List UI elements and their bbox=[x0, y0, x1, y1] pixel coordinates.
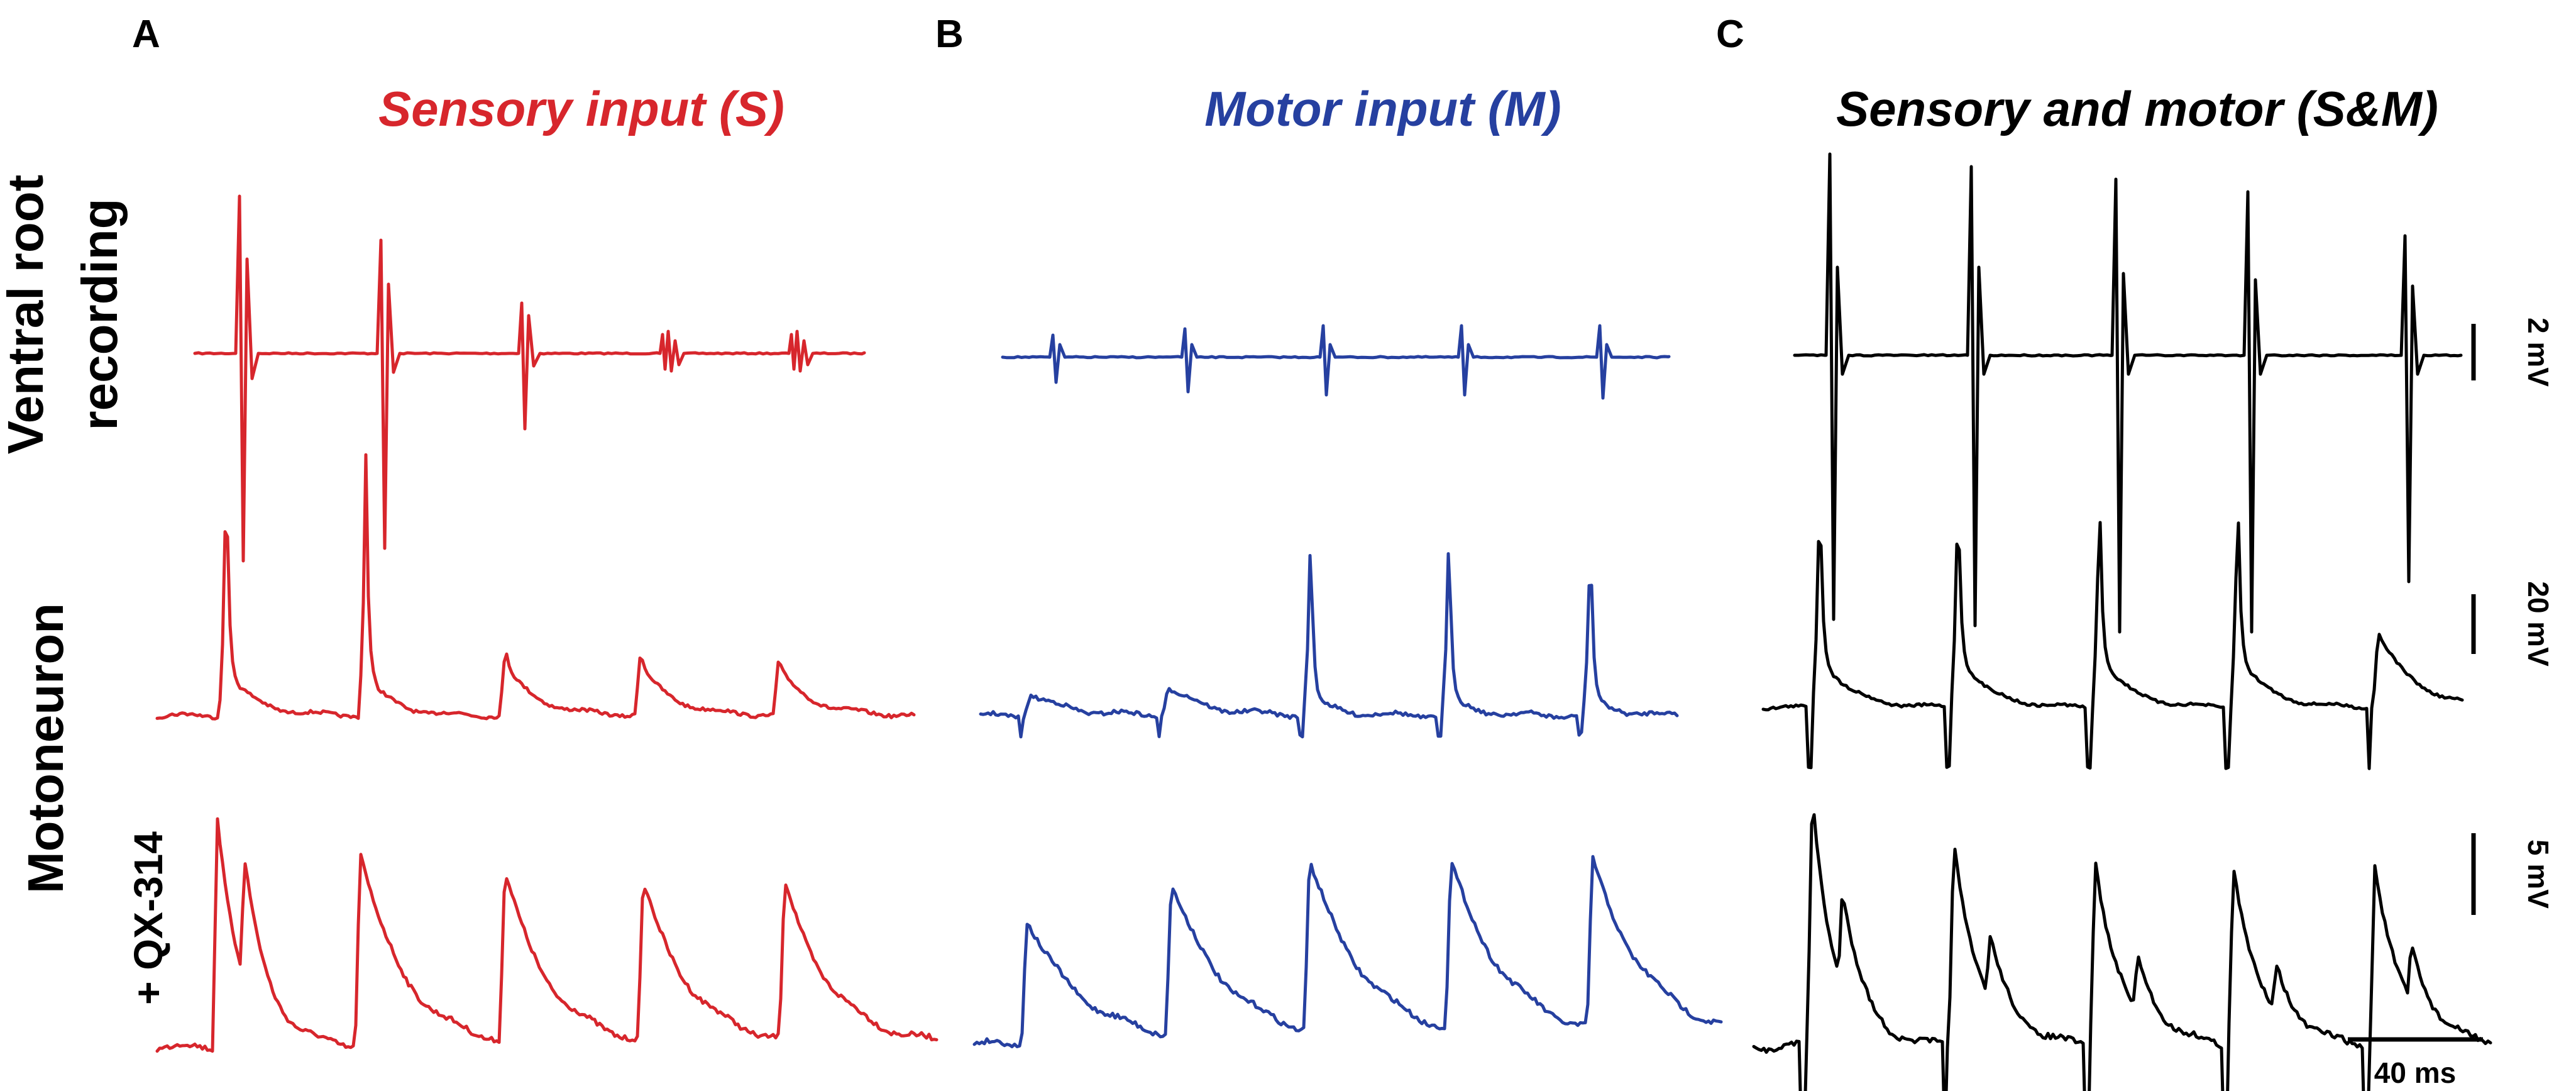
trace-c-ventral-root bbox=[1793, 152, 2463, 634]
trace-b-ventral-root bbox=[1001, 324, 1671, 400]
panel-letter-c: C bbox=[1716, 13, 1744, 56]
row-label-recording: recording bbox=[72, 199, 128, 431]
trace-a-ventral-root bbox=[193, 194, 866, 563]
trace-c-qx314 bbox=[1752, 813, 2492, 1091]
trace-b-motoneuron bbox=[979, 552, 1679, 739]
trace-a-motoneuron bbox=[155, 453, 916, 721]
row-label-motoneuron: Motoneuron bbox=[18, 603, 74, 894]
trace-a-qx314 bbox=[155, 817, 938, 1053]
panel-letter-a: A bbox=[132, 13, 160, 56]
panel-title-sensory: Sensory input (S) bbox=[378, 81, 784, 136]
trace-b-qx314 bbox=[972, 855, 1723, 1048]
traces bbox=[155, 152, 2492, 1091]
panel-title-motor: Motor input (M) bbox=[1204, 81, 1561, 136]
row-label-qx314: + QX-314 bbox=[126, 831, 171, 1005]
row-label-ventral-root: Ventral root bbox=[0, 175, 53, 455]
scalebar-time-label: 40 ms bbox=[2374, 1056, 2456, 1089]
trace-c-motoneuron bbox=[1761, 521, 2464, 770]
panel-title-combined: Sensory and motor (S&M) bbox=[1836, 81, 2438, 136]
scalebar-mn-label: 20 mV bbox=[2522, 581, 2555, 667]
scalebar-vr-label: 2 mV bbox=[2522, 318, 2555, 387]
panel-letter-b: B bbox=[935, 13, 964, 56]
scalebar-qx-label: 5 mV bbox=[2522, 839, 2555, 909]
